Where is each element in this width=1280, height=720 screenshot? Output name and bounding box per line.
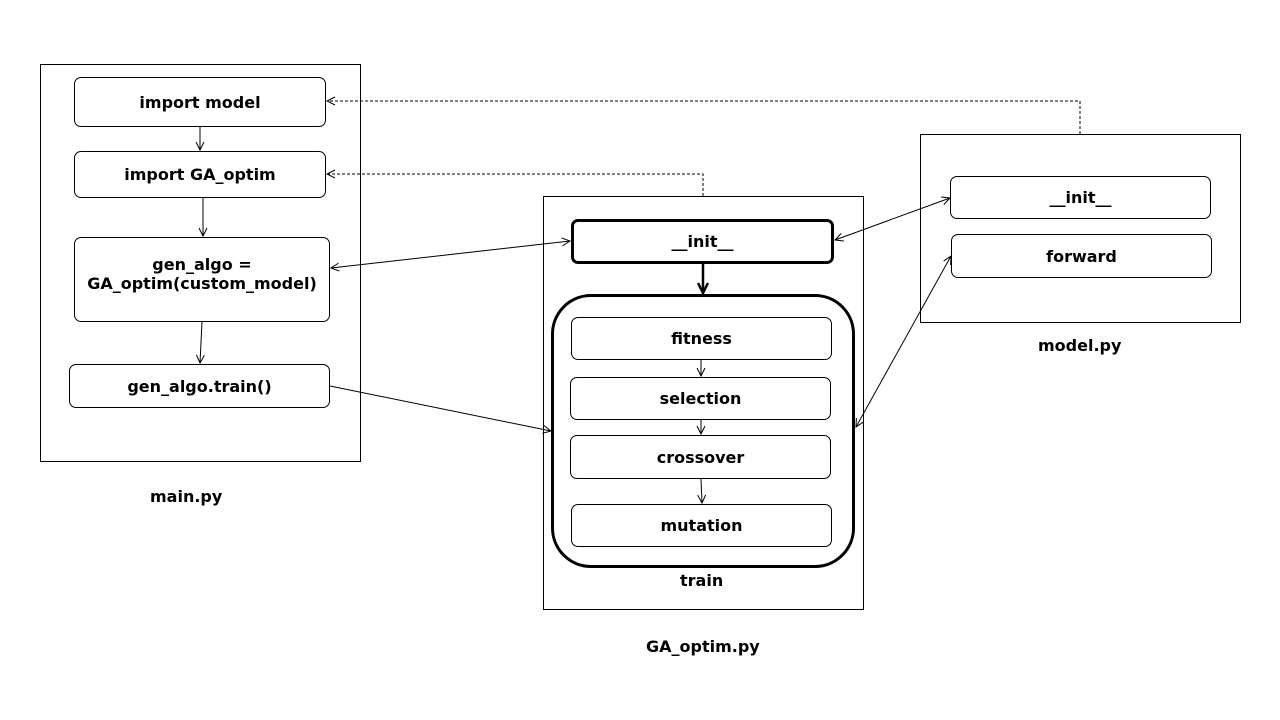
- gen-algo-train-label: gen_algo.train(): [127, 376, 272, 396]
- gen-algo-train-node[interactable]: gen_algo.train(): [69, 364, 330, 408]
- ga-optim-init-node[interactable]: __init__: [571, 219, 834, 264]
- import-model-node[interactable]: import model: [74, 77, 326, 127]
- fitness-label: fitness: [671, 329, 732, 348]
- ga-optim-py-caption: GA_optim.py: [646, 637, 760, 656]
- import-model-label: import model: [139, 92, 261, 112]
- fitness-node[interactable]: fitness: [571, 317, 832, 360]
- model-forward-label: forward: [1046, 246, 1117, 266]
- link-gen-algo-to-ga-init: [331, 241, 570, 268]
- mutation-node[interactable]: mutation: [571, 504, 832, 547]
- mutation-label: mutation: [660, 516, 743, 535]
- model-forward-node[interactable]: forward: [951, 234, 1212, 278]
- gen-algo-assignment-line2: GA_optim(custom_model): [87, 273, 317, 293]
- main-py-caption: main.py: [150, 487, 223, 506]
- import-ga-optim-node[interactable]: import GA_optim: [74, 151, 326, 198]
- model-py-caption: model.py: [1038, 336, 1122, 355]
- ga-optim-init-label: __init__: [671, 232, 734, 251]
- link-train-call-to-train-group: [329, 385, 551, 431]
- model-py-module: [920, 134, 1241, 323]
- selection-node[interactable]: selection: [570, 377, 831, 420]
- gen-algo-assignment-node[interactable]: gen_algo = GA_optim(custom_model): [74, 237, 330, 322]
- import-link-model-py: [327, 101, 1081, 134]
- train-caption: train: [680, 571, 724, 590]
- crossover-node[interactable]: crossover: [570, 435, 831, 479]
- crossover-label: crossover: [656, 447, 745, 467]
- gen-algo-assignment-line1: gen_algo =: [152, 254, 252, 274]
- selection-label: selection: [659, 389, 742, 408]
- import-link-ga-optim-py: [327, 174, 704, 196]
- import-ga-optim-label: import GA_optim: [124, 165, 276, 184]
- model-init-node[interactable]: __init__: [950, 176, 1211, 219]
- model-init-label: __init__: [1049, 188, 1112, 207]
